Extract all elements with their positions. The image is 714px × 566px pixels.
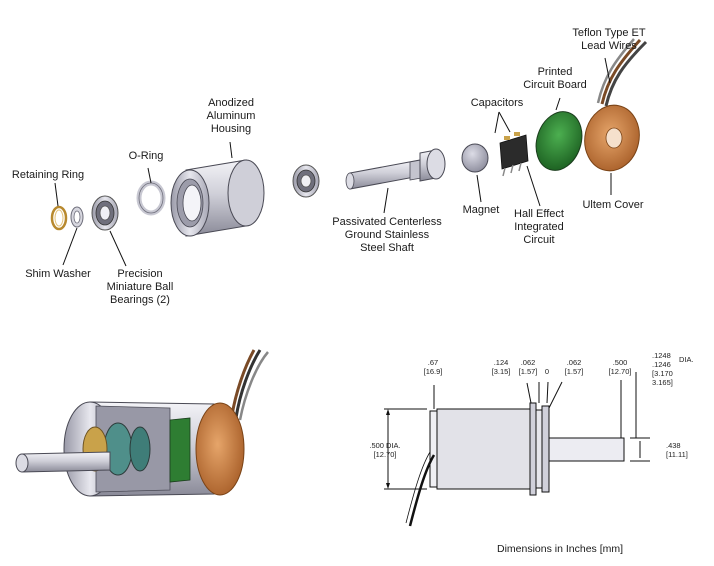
magnet-part <box>461 143 489 173</box>
dimensions-caption: Dimensions in Inches [mm] <box>497 543 624 555</box>
dim-0500: .500 [12.70] <box>608 358 632 376</box>
retaining-ring-part <box>50 205 68 231</box>
hall-effect-ic-part <box>499 132 529 177</box>
dim-067: .67 [16.9] <box>423 358 443 376</box>
label-o-ring: O-Ring <box>128 150 164 162</box>
dim-0062-left: .062 [1.57] <box>518 358 538 376</box>
aluminum-housing-part <box>170 159 265 237</box>
bearing-part-2 <box>292 164 320 198</box>
dim-0124: .124 [3.15] <box>491 358 511 376</box>
label-anodized-housing: Anodized Aluminum Housing <box>206 97 256 135</box>
ultem-cover-part <box>584 38 648 172</box>
dim-0438: .438 [11.11] <box>666 441 688 459</box>
label-capacitors: Capacitors <box>470 97 524 109</box>
label-magnet: Magnet <box>462 204 500 216</box>
label-precision-bearings: Precision Miniature Ball Bearings (2) <box>106 268 174 306</box>
label-teflon-lead-wires: Teflon Type ET Lead Wires <box>572 27 646 52</box>
label-printed-circuit-board: Printed Circuit Board <box>523 66 587 91</box>
dim-zero: 0 <box>544 367 550 376</box>
label-ultem-cover: Ultem Cover <box>582 199 644 211</box>
steel-shaft-part <box>345 148 446 190</box>
dim-0062-right: .062 [1.57] <box>564 358 584 376</box>
bearing-part-1 <box>91 195 119 231</box>
leader-lines <box>54 57 612 267</box>
dim-shaft-diameter-unit: DIA. <box>679 355 694 364</box>
shim-washer-part <box>70 206 84 228</box>
motor-cutaway-view <box>15 349 269 497</box>
printed-circuit-board-part <box>535 111 583 171</box>
o-ring-part <box>136 180 166 216</box>
dim-shaft-diameter: .1248 .1246 [3.170 3.165] <box>652 351 673 387</box>
dimension-drawing <box>384 372 650 527</box>
label-shim-washer: Shim Washer <box>25 268 91 280</box>
label-hall-effect-ic: Hall Effect Integrated Circuit <box>514 208 564 246</box>
label-retaining-ring: Retaining Ring <box>11 169 85 181</box>
dim-body-diameter: .500 DIA. [12.70] <box>369 441 401 459</box>
label-passivated-shaft: Passivated Centerless Ground Stainless S… <box>332 216 442 254</box>
